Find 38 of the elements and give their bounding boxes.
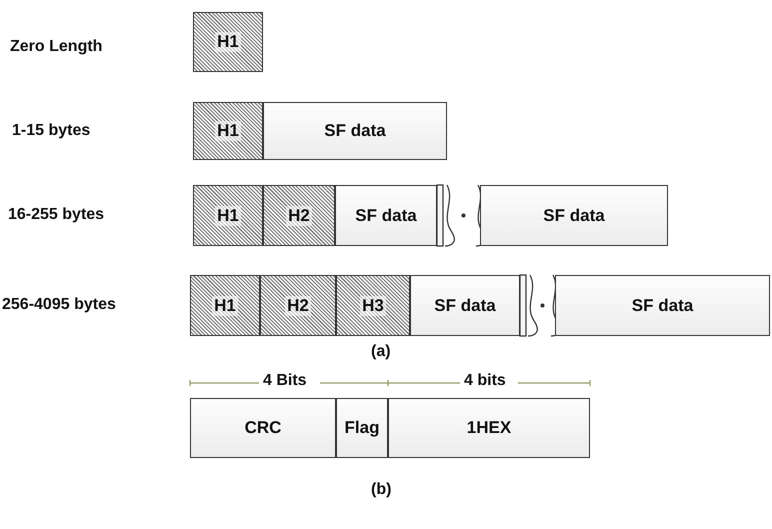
header-field: [263, 185, 335, 246]
header-field: [190, 275, 260, 336]
field-label: SF data: [324, 121, 386, 141]
data-field: [410, 275, 520, 336]
row-label: Zero Length: [10, 38, 102, 56]
figure-label: (a): [371, 343, 391, 361]
field-label: H1: [215, 206, 241, 226]
field-label: SF data: [632, 296, 694, 316]
dimension-label: 4 Bits: [263, 372, 307, 390]
field-label: 1HEX: [466, 418, 512, 438]
data-field: [263, 102, 447, 160]
header-field: [193, 185, 263, 246]
dimension-label: 4 bits: [464, 372, 506, 390]
field-label: H2: [285, 296, 311, 316]
row-label: 1-15 bytes: [12, 122, 90, 140]
field-label: Flag: [344, 418, 380, 438]
field-label: SF data: [434, 296, 496, 316]
field-label: H1: [215, 32, 241, 52]
header-field: [260, 275, 336, 336]
data-field: [190, 398, 336, 458]
field-label: H1: [212, 296, 238, 316]
data-field: [336, 398, 388, 458]
row-label: 256-4095 bytes: [2, 296, 116, 314]
data-field: [555, 275, 770, 336]
header-field: [193, 102, 263, 160]
field-label: SF data: [543, 206, 605, 226]
header-field: [336, 275, 410, 336]
row-label: 16-255 bytes: [8, 206, 104, 224]
data-field: [480, 185, 668, 246]
field-label: CRC: [244, 418, 282, 438]
field-label: H3: [360, 296, 386, 316]
header-field: [193, 12, 263, 72]
data-field: [388, 398, 590, 458]
field-label: H1: [215, 121, 241, 141]
field-label: SF data: [355, 206, 417, 226]
data-field: [335, 185, 437, 246]
figure-label: (b): [371, 481, 392, 499]
field-label: H2: [286, 206, 312, 226]
